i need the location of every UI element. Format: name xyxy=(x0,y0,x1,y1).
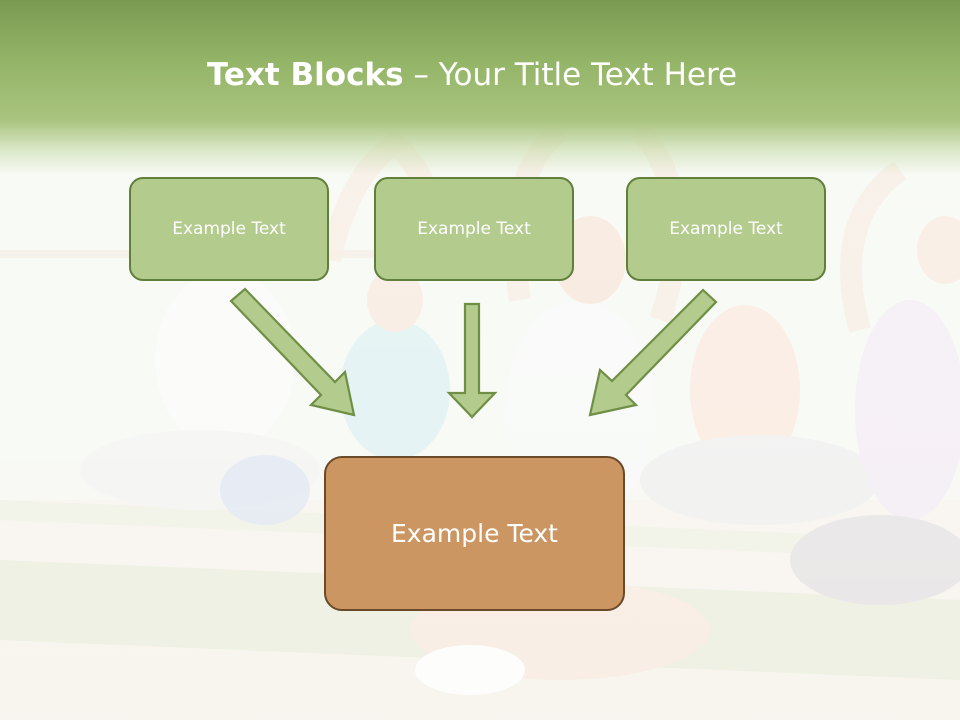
page-title: Text Blocks – Your Title Text Here xyxy=(0,54,944,96)
text-block-1-label: Example Text xyxy=(172,219,286,239)
text-block-1[interactable]: Example Text xyxy=(129,177,329,281)
header-band xyxy=(0,0,960,175)
target-block-label: Example Text xyxy=(391,519,558,548)
arrow-center xyxy=(446,302,498,419)
text-block-2[interactable]: Example Text xyxy=(374,177,574,281)
text-block-3[interactable]: Example Text xyxy=(626,177,826,281)
text-block-2-label: Example Text xyxy=(417,219,531,239)
title-bold: Text Blocks xyxy=(206,57,404,93)
arrow-left xyxy=(229,287,356,417)
target-block[interactable]: Example Text xyxy=(324,456,625,611)
text-block-3-label: Example Text xyxy=(669,219,783,239)
arrow-right xyxy=(588,288,718,417)
title-rest: – Your Title Text Here xyxy=(403,57,738,93)
